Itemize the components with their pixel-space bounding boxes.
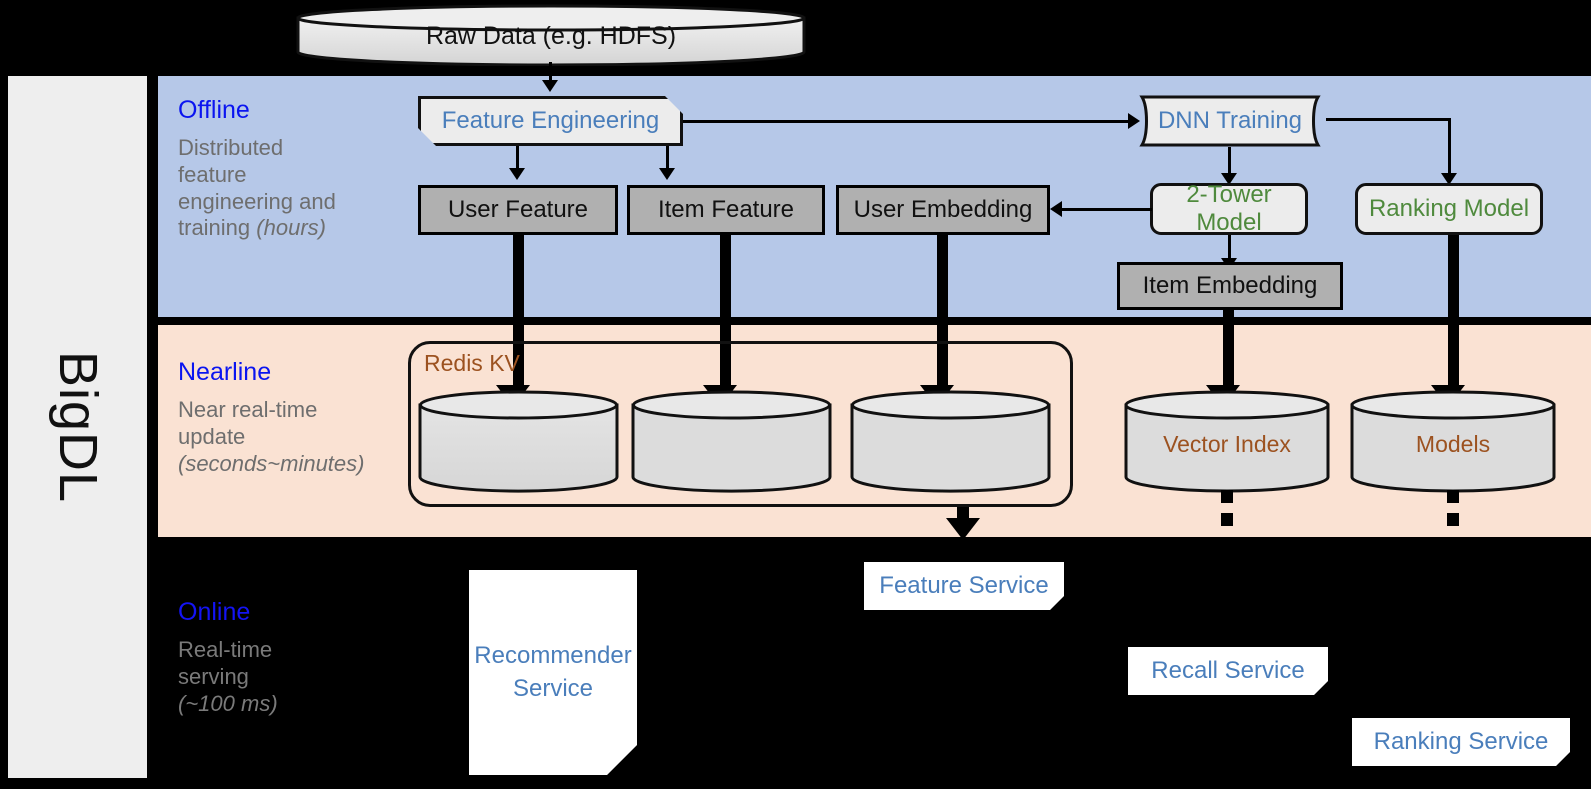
item-feature-label: Item Feature — [657, 196, 795, 223]
nearline-subtitle: Near real-time update (seconds~minutes) — [178, 397, 368, 477]
online-subtitle: Real-time serving (~100 ms) — [178, 637, 368, 717]
connector-rawdata-fe — [549, 62, 552, 84]
ranking-service-node[interactable]: Ranking Service — [1352, 718, 1570, 766]
connector-fe-userfeature — [516, 146, 519, 170]
raw-data-label: Raw Data (e.g. HDFS) — [425, 22, 677, 50]
connector-dnn-2tower — [1228, 147, 1231, 175]
vector-index-label: Vector Index — [1163, 431, 1291, 457]
arrowhead-dnn-2tower — [1221, 173, 1237, 185]
connector-dnn-ranking-h — [1326, 118, 1451, 121]
online-subtitle-line-3: (~100 ms) — [178, 690, 278, 716]
connector-models-ranking-stub2 — [1447, 513, 1459, 526]
offline-subtitle-line-3: engineering and — [178, 188, 336, 214]
user-feature-label: User Feature — [447, 196, 589, 223]
bigdl-label: BigDL — [47, 350, 108, 504]
online-subtitle-line-1: Real-time — [178, 637, 273, 662]
nearline-subtitle-line-2: update — [178, 423, 246, 449]
online-caption: Online Real-time serving (~100 ms) — [178, 598, 368, 717]
models-cylinder[interactable]: Models — [1349, 389, 1557, 494]
feature-service-label: Feature Service — [879, 572, 1049, 599]
dnn-training-label: DNN Training — [1157, 107, 1303, 134]
offline-subtitle: Distributed feature engineering and trai… — [178, 135, 368, 242]
offline-subtitle-line-4: training (hours) — [178, 215, 326, 241]
arrowhead-rawdata-fe — [542, 80, 558, 92]
connector-dnn-ranking-v — [1448, 118, 1451, 176]
online-title: Online — [178, 598, 251, 626]
connector-redis-featureservice-stub — [957, 507, 969, 520]
user-feature-node[interactable]: User Feature — [418, 185, 618, 235]
pipe-item-feature — [720, 235, 731, 390]
recommender-service-label-line2: Service — [512, 674, 594, 702]
arrowhead-dnn-ranking — [1441, 173, 1457, 185]
recommender-service-label-line1: Recommender — [474, 642, 632, 670]
raw-data-cylinder: Raw Data (e.g. HDFS) — [295, 4, 807, 66]
offline-subtitle-line-1: Distributed — [178, 135, 284, 160]
offline-subtitle-line-2: feature — [178, 161, 247, 187]
connector-models-ranking-stub1 — [1447, 490, 1459, 503]
redis-kv-label: Redis KV — [424, 350, 520, 376]
item-embedding-label: Item Embedding — [1142, 272, 1318, 299]
connector-2tower-itemembedding — [1228, 235, 1231, 261]
nearline-caption: Nearline Near real-time update (seconds~… — [178, 358, 368, 477]
arrowhead-fe-userfeature — [509, 168, 525, 180]
models-label: Models — [1415, 431, 1491, 457]
recall-service-label: Recall Service — [1151, 657, 1305, 684]
dnn-training-node[interactable]: DNN Training — [1132, 95, 1328, 147]
arrowhead-redis-featureservice — [946, 518, 980, 540]
feature-engineering-label: Feature Engineering — [441, 107, 660, 134]
item-embedding-node[interactable]: Item Embedding — [1117, 262, 1343, 310]
connector-vectorindex-recall-stub1 — [1221, 490, 1233, 503]
offline-title: Offline — [178, 96, 250, 124]
recall-service-node[interactable]: Recall Service — [1128, 647, 1328, 695]
item-feature-node[interactable]: Item Feature — [627, 185, 825, 235]
pipe-item-embedding — [1223, 310, 1234, 390]
online-subtitle-line-2: serving — [178, 663, 249, 689]
ranking-model-node[interactable]: Ranking Model — [1355, 183, 1543, 235]
connector-2tower-userembedding — [1062, 208, 1152, 211]
nearline-subtitle-line-3: (seconds~minutes) — [178, 450, 365, 476]
nearline-subtitle-line-1: Near real-time — [178, 397, 318, 422]
user-embedding-node[interactable]: User Embedding — [836, 185, 1050, 235]
user-embedding-label: User Embedding — [853, 196, 1033, 223]
recommender-service-node[interactable]: Recommender Service — [469, 570, 637, 775]
pipe-ranking-model — [1448, 235, 1459, 390]
feature-service-node[interactable]: Feature Service — [864, 562, 1064, 610]
two-tower-model-label: 2-Tower Model — [1186, 181, 1272, 236]
store-cylinder-user-embedding[interactable] — [849, 389, 1052, 494]
pipe-user-feature — [513, 235, 524, 390]
connector-fe-dnn — [683, 120, 1130, 123]
arrowhead-fe-dnn — [1128, 113, 1140, 129]
ranking-service-label: Ranking Service — [1373, 728, 1549, 755]
pipe-user-embedding — [937, 235, 948, 390]
feature-engineering-node[interactable]: Feature Engineering — [418, 96, 683, 146]
bigdl-sidebar: BigDL — [8, 76, 147, 778]
connector-vectorindex-recall-stub2 — [1221, 513, 1233, 526]
redis-kv-container — [408, 341, 1073, 507]
arrowhead-2tower-userembedding — [1050, 201, 1062, 217]
store-cylinder-item-feature[interactable] — [630, 389, 833, 494]
ranking-model-label: Ranking Model — [1368, 195, 1530, 222]
connector-fe-itemfeature — [666, 146, 669, 170]
nearline-title: Nearline — [178, 358, 272, 386]
arrowhead-fe-itemfeature — [659, 168, 675, 180]
vector-index-cylinder[interactable]: Vector Index — [1123, 389, 1331, 494]
two-tower-model-node[interactable]: 2-Tower Model — [1150, 181, 1308, 236]
store-cylinder-user-feature[interactable] — [417, 389, 620, 494]
offline-caption: Offline Distributed feature engineering … — [178, 96, 368, 242]
